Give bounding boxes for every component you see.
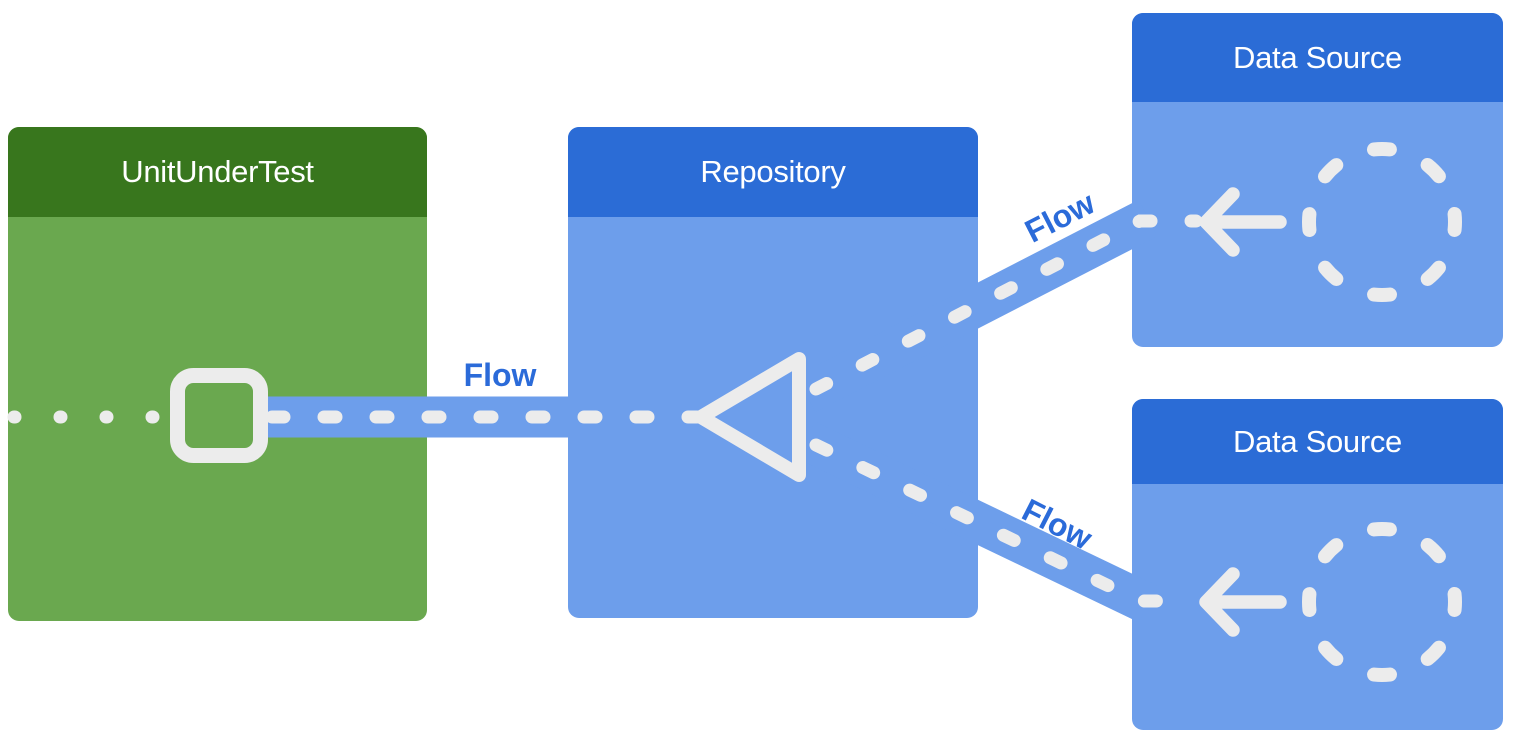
- data-source-bottom-header: Data Source: [1132, 399, 1503, 484]
- data-source-bottom-title: Data Source: [1232, 423, 1403, 459]
- flow-label-upper: Flow: [1019, 184, 1101, 250]
- data-source-top-box: Data Source: [1132, 13, 1503, 347]
- data-source-bottom-box: Data Source: [1132, 399, 1503, 730]
- unit-under-test-box: UnitUnderTest: [8, 127, 427, 621]
- flow-label-horizontal: Flow: [463, 357, 537, 393]
- data-source-top-header: Data Source: [1132, 13, 1503, 102]
- unit-under-test-header: UnitUnderTest: [8, 127, 427, 217]
- repository-header: Repository: [568, 127, 978, 217]
- flow-label-lower: Flow: [1016, 491, 1098, 557]
- unit-under-test-title: UnitUnderTest: [121, 154, 314, 189]
- data-source-top-title: Data Source: [1232, 39, 1403, 75]
- repository-box: Repository: [568, 127, 978, 618]
- repository-title: Repository: [700, 154, 846, 189]
